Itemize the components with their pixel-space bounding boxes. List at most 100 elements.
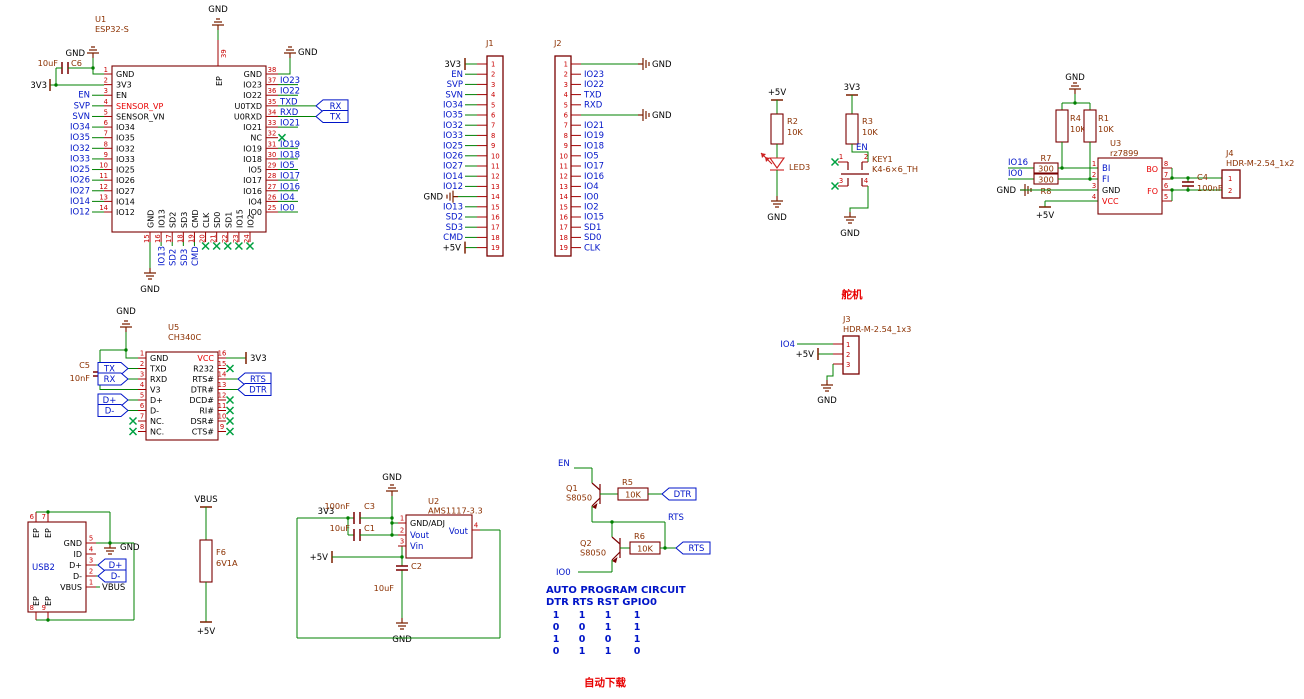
u1-pin38-gnd-label: GND (298, 48, 318, 58)
u1-pin7-name: IO35 (116, 134, 135, 143)
autoprog-io0-netlabel: IO0 (556, 568, 571, 578)
u5-gnd-label: GND (116, 307, 136, 317)
led-5v-label: +5V (768, 88, 787, 98)
r3-resistor[interactable] (846, 114, 858, 144)
u1-pin32-number: 32 (268, 130, 277, 138)
u1-pin16-number: 16 (154, 234, 162, 243)
u1-pin29-netlabel: IO5 (280, 161, 295, 171)
u1-pin37-number: 37 (268, 77, 277, 85)
j2-pin-5-number: 5 (564, 101, 568, 109)
u1-pin11-name: IO26 (116, 176, 135, 185)
u1-pin18-name: SD3 (180, 212, 189, 228)
u1-pin5-netlabel: SVN (72, 112, 90, 122)
u1-pin35-netlabel: TXD (279, 97, 298, 107)
r1-value: 10K (1098, 124, 1114, 134)
u1-pin28-netlabel: IO17 (280, 172, 300, 182)
j1-ref: J1 (485, 38, 494, 48)
u5-pin5-name: D+ (150, 396, 163, 405)
u3-part: rz7899 (1110, 148, 1139, 158)
j1-pin-15-number: 15 (491, 203, 500, 211)
key1-ref: KEY1 (872, 154, 893, 164)
junction-dot (390, 533, 393, 536)
u1-ep-number: 39 (220, 49, 228, 58)
j2-pin-14-netlabel: IO0 (584, 192, 599, 202)
tx-flag-text: TX (329, 112, 341, 122)
u1-pin1-number: 1 (104, 66, 108, 74)
u1-pin27-netlabel: IO16 (280, 182, 300, 192)
servo-label: 舵机 (842, 288, 863, 301)
u1-pin36-netlabel: IO22 (280, 87, 300, 97)
r1-resistor[interactable] (1084, 110, 1096, 142)
autoprog-table-cell-3-3: 0 (634, 646, 641, 657)
j3-gnd-label: GND (817, 396, 837, 406)
u2-pin1-name: GND/ADJ (410, 519, 445, 528)
u1-pin35-number: 35 (268, 98, 277, 106)
u1-3v3-label: 3V3 (30, 81, 47, 91)
u1-pin16-netlabel: IO13 (158, 246, 168, 266)
f6-value: 6V1A (216, 558, 238, 568)
u5-pin14-name: RTS# (192, 375, 214, 384)
r3-ref: R3 (862, 116, 873, 126)
usb2-ep7-name: EP (44, 528, 53, 538)
io0-netlabel: IO0 (1008, 169, 1023, 179)
en-netlabel: EN (856, 143, 868, 153)
u2-5v-label: +5V (310, 553, 329, 563)
c4-value: 100nF (1197, 183, 1223, 193)
autoprog-table-header: DTR RTS RST GPIO0 (546, 597, 657, 608)
autoprog-caption: 自动下载 (584, 676, 626, 689)
u1-ref: U1 (95, 14, 106, 24)
j1-pin-12-netlabel: IO14 (443, 172, 463, 182)
r3-value: 10K (862, 127, 878, 137)
j2-pin-10-netlabel: IO5 (584, 152, 599, 162)
j2-pin-17-number: 17 (559, 224, 568, 232)
u3-fo-name: FO (1147, 187, 1158, 196)
u1-pin26-number: 26 (268, 193, 277, 201)
j1-pin-2-netlabel: EN (451, 70, 463, 80)
u2-pin2-number: 2 (400, 527, 404, 535)
usb2-pin3-name: D+ (69, 561, 82, 570)
u1-pin10-name: IO25 (116, 166, 135, 175)
u2-pin4-name: Vout (449, 527, 469, 537)
junction-dot (46, 510, 49, 513)
u5-pin4-number: 4 (140, 381, 144, 389)
r4-resistor[interactable] (1056, 110, 1068, 142)
u2-pin1-number: 1 (400, 515, 404, 523)
usb2-pin2-name: D- (73, 572, 82, 581)
u5-pin7-number: 7 (140, 413, 144, 421)
u1-pin3-netlabel: EN (78, 91, 90, 101)
u1-pin30-netlabel: IO18 (280, 150, 300, 160)
u1-pin20-number: 20 (199, 234, 207, 243)
u1-pin10-number: 10 (99, 162, 108, 170)
j2-pin-11-number: 11 (559, 163, 568, 171)
usb-gnd-label: GND (120, 543, 140, 553)
junction-dot (1170, 176, 1173, 179)
j1-pin-5-number: 5 (491, 101, 495, 109)
j1-pin-19-number: 19 (491, 244, 500, 252)
j2-pin-8-number: 8 (564, 132, 568, 140)
r2-resistor[interactable] (771, 114, 783, 144)
autoprog-rts-flag-text: RTS (689, 544, 705, 554)
autoprog-table-cell-2-1: 0 (579, 634, 586, 645)
usb2-pin4-name: ID (73, 550, 82, 559)
u5-pin11-name: RI# (199, 407, 214, 416)
usb2-ep9-name: EP (44, 596, 53, 606)
u1-pin5-name: SENSOR_VN (116, 112, 165, 121)
f6-fuse[interactable] (200, 540, 212, 582)
u5-pin8-name: NC. (150, 428, 164, 437)
j2-pin-15-netlabel: IO2 (584, 203, 599, 213)
autoprog-table-cell-0-2: 1 (605, 610, 612, 621)
junction-dot (91, 66, 94, 69)
u1-pin33-netlabel: IO21 (280, 119, 300, 129)
j1-pin-3-number: 3 (491, 81, 495, 89)
u1-pin2-number: 2 (104, 77, 108, 85)
u1-pin26-name: IO4 (248, 197, 262, 206)
u3-5v-label: +5V (1036, 211, 1055, 221)
j2-pin-16-netlabel: IO15 (584, 213, 604, 223)
autoprog-en-netlabel: EN (558, 459, 570, 469)
u1-pin22-number: 22 (221, 234, 229, 243)
r7-value: 300 (1038, 164, 1054, 174)
u1-pin19-number: 19 (187, 234, 195, 243)
j2-pin-7-netlabel: IO21 (584, 121, 604, 131)
u1-pin28-number: 28 (268, 172, 277, 180)
c3-ref: C3 (364, 501, 375, 511)
